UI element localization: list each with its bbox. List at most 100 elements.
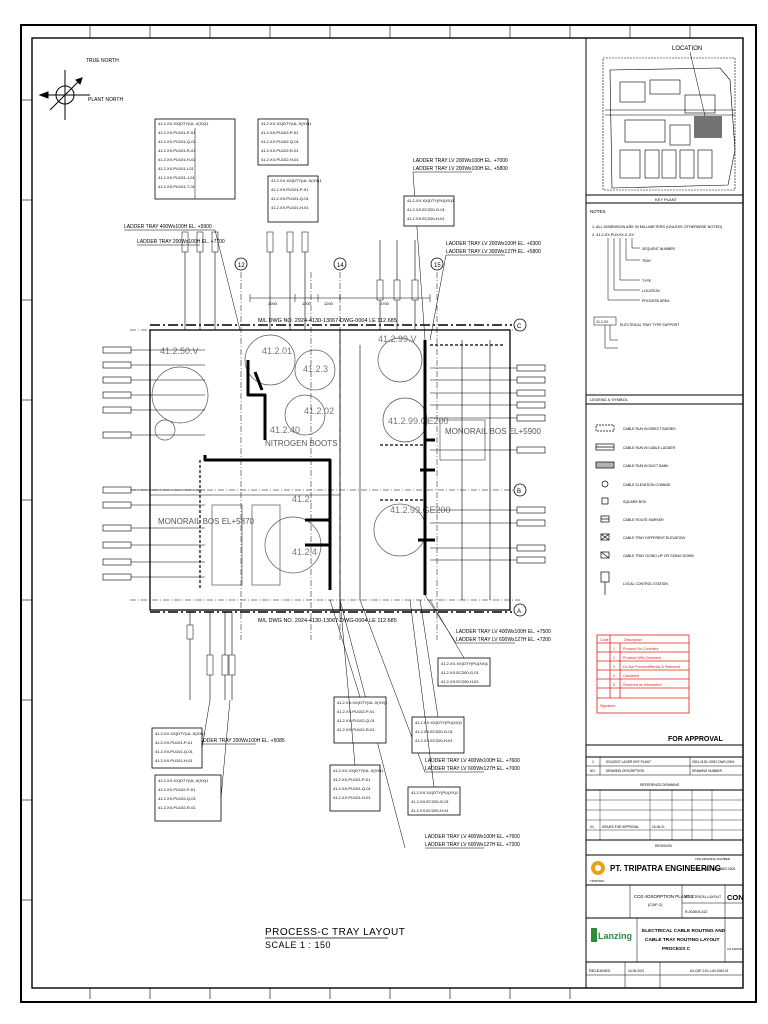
notes-tag-diagram xyxy=(593,238,640,349)
key-plan-location-label: LOCATION xyxy=(672,46,702,52)
grid-label-12: 12 xyxy=(238,263,245,269)
tagL1-row-3: 41.2.XX.PU101-H-01 xyxy=(155,758,193,763)
reference-row-doc: 2924-4130-13067-DWG-0004 xyxy=(692,760,734,764)
notes-heading: NOTES xyxy=(590,209,606,214)
approval-stamp: FOR APPROVAL xyxy=(668,736,724,743)
legend-item-local-control-station: LOCAL CONTROL STATION xyxy=(623,582,668,586)
true-north-label: TRUE NORTH xyxy=(86,58,119,64)
tagL1-row-0: 41.2.XX.XX(DTY)UL.X(XX)1 xyxy=(155,731,206,736)
tagL5-row-0: 41.2.XX.XX(DTY)PU(XX)1 xyxy=(441,661,489,666)
key-plan-location-marker xyxy=(694,116,722,138)
status-header-code: Code xyxy=(600,638,609,642)
tagL6-row-0: 41.2.XX.XX(DTY)PU(XX)1 xyxy=(415,720,463,725)
drawing-view-title: PROCESS-C TRAY LAYOUT xyxy=(265,927,405,938)
project-row xyxy=(629,885,743,918)
revision-table xyxy=(586,790,743,840)
client-row xyxy=(636,918,726,962)
status-code-2: 2 xyxy=(613,656,615,660)
frame-ticks xyxy=(20,24,691,999)
tagL1-row-1: 41.2.XX.PU101-P-01 xyxy=(155,740,193,745)
inner-frame xyxy=(31,37,744,989)
client-scale: AS SHOWN xyxy=(727,947,743,951)
tagL3-row-1: 41.2.XX.PU102-P-01 xyxy=(337,709,375,714)
tagL4-row-0: 41.2.XX.XX(DTY)UL.X(XX)1 xyxy=(333,768,384,773)
reference-table xyxy=(586,757,743,776)
ladder-label-2: LADDER TRAY 200Wx100H EL. +7700 xyxy=(137,239,225,245)
tag2-row-4: 41.2.XX.PU102-H-01 xyxy=(261,157,299,162)
bottom-row xyxy=(586,962,743,988)
tagL2-row-2: 41.2.XX.PU102-Q-01 xyxy=(158,796,197,801)
tagL7-row-2: 41.2.XX.EC200-H-01 xyxy=(411,808,449,813)
grid-label-14: 14 xyxy=(337,263,344,269)
tag-box-pu101 xyxy=(154,118,236,200)
company-doc-label: TPE DRAWING NUMBER xyxy=(695,857,731,861)
ladder-label-10: LADDER TRAY LV 400Wx100H EL. +7600 xyxy=(425,758,520,764)
revision-row-date: 15-06-21 xyxy=(652,825,665,829)
tagL2-row-0: 41.2.XX.XX(DTY)UL.X(XX)1 xyxy=(158,778,209,783)
legend-item-elevation-change: CABLE ELEVATION CHANGE xyxy=(623,483,671,487)
reference-header-no: NO. xyxy=(590,769,596,773)
grid-bubble-15 xyxy=(430,257,444,271)
tag-box-center-rows: 41.2.XX.XX(DTY)UL.X(XX)1 41.2.XX.PU101-P… xyxy=(271,178,322,210)
notes-tag-code: 41.2.XX xyxy=(596,320,609,324)
project-status: CON xyxy=(727,893,744,902)
plan-drawing: 12 14 15 C B A M/L DWG NO. 2924-4130-130… xyxy=(102,231,546,700)
status-desc-1: Proceed No Comment xyxy=(623,647,659,651)
tagL4-row-1: 41.2.XX.PU101-P-01 xyxy=(333,777,371,782)
svg-text:41.2.02: 41.2.02 xyxy=(304,406,334,416)
dim-2: 1200 xyxy=(302,301,312,306)
ladder-label-3: LADDER TRAY LV 200Wx100H EL. +7000 xyxy=(413,158,508,164)
grid-bubble-c xyxy=(513,318,527,332)
grid-label-b: B xyxy=(517,489,521,495)
match-line-bottom-label: M/L DWG NO. 2924-4130-13067-DWG-0004 LE … xyxy=(258,618,397,624)
tag-box-pu101-rows: 41.2.XX.XX(DTY)UL.X(XX)1 41.2.XX.PU101-P… xyxy=(158,121,209,189)
ladder-label-7: LADDER TRAY LV 400Wx100H EL. +7500 xyxy=(456,629,551,635)
tag3-row-3: 41.2.XX.PU101-H-01 xyxy=(271,205,309,210)
svg-text:41.2.50.V: 41.2.50.V xyxy=(160,346,199,356)
tagL4-row-3: 41.2.XX.PU101-H-01 xyxy=(333,795,371,800)
cable-tray-secondary xyxy=(199,344,505,590)
status-stamp-table xyxy=(596,634,690,714)
cable-ladder-routes xyxy=(203,340,435,595)
tripatra-logo xyxy=(591,861,605,875)
ladder-tray-labels: LADDER TRAY 400Wx100H EL. +5900 LADDER T… xyxy=(124,158,551,848)
status-code-3: 3 xyxy=(613,665,615,669)
tag-box-ec200 xyxy=(403,195,455,227)
tagL5-row-1: 41.2.XX.EC200-G-01 xyxy=(441,670,480,675)
tag2-row-1: 41.2.XX.PU102-P-01 xyxy=(261,130,299,135)
svg-text:41.2.3: 41.2.3 xyxy=(303,364,328,374)
drawing-view-scale: SCALE 1 : 150 xyxy=(265,940,331,950)
svg-text:41.2.01: 41.2.01 xyxy=(262,346,292,356)
client-name: Lanzing xyxy=(598,931,632,941)
svg-text:41.2.4: 41.2.4 xyxy=(292,547,317,557)
tagL3-row-0: 41.2.XX.XX(DTY)UL.X(XX)1 xyxy=(337,700,388,705)
tag3-row-0: 41.2.XX.XX(DTY)UL.X(XX)1 xyxy=(271,178,322,183)
legend-item-cable-ladder: CABLE RUN IN CABLE LADDER xyxy=(623,446,676,450)
bottom-sheet: A3-CAP-2-EL-LAY-0004-01 xyxy=(690,969,729,973)
grid-bubble-14 xyxy=(333,257,347,271)
notes-line-2: 2. 41.2.XX.PUXXX-X-XX xyxy=(592,233,634,237)
tag1-row-4: 41.2.XX.PU101-H-01 xyxy=(158,157,196,162)
status-desc-3: Do Not Proceed/Revise & Resubmit xyxy=(623,665,680,669)
reference-header-desc: DRAWING DESCRIPTION xyxy=(606,769,645,773)
legend-item-direct-buried: CABLE RUN IN DIRECT BURIED xyxy=(623,427,676,431)
drawing-title-line-1: ELECTRICAL CABLE ROUTING AND xyxy=(642,928,726,934)
tagL7-row-0: 41.2.XX.XX(DTY)PU(XX)1 xyxy=(411,790,459,795)
tag4-row-1: 41.2.XX.EC200-G-01 xyxy=(407,207,446,212)
status-desc-2: Proceed With Comment xyxy=(623,656,661,660)
dim-3: 1200 xyxy=(324,301,334,306)
tag1-row-3: 41.2.XX.PU101-R-01 xyxy=(158,148,196,153)
reference-row-no: 1 xyxy=(592,760,594,764)
project-line-2: (CAP-2) xyxy=(648,902,663,907)
revision-row-text: ISSUED FOR APPROVAL xyxy=(602,825,639,829)
north-arrow-symbol xyxy=(38,70,90,120)
ladder-label-8: LADDER TRAY LV 600Wx127H EL. +7200 xyxy=(456,637,551,643)
status-code-5: 5 xyxy=(613,683,615,687)
ladder-label-1: LADDER TRAY 400Wx100H EL. +5900 xyxy=(124,224,212,230)
reference-header-doc: DRAWING NUMBER xyxy=(692,769,723,773)
grid-label-15: 15 xyxy=(434,263,441,269)
bottom-released: RELEASED xyxy=(589,968,610,973)
tagL6-row-1: 41.2.XX.EC200-G-01 xyxy=(415,729,454,734)
cable-leaders-right xyxy=(430,367,525,561)
